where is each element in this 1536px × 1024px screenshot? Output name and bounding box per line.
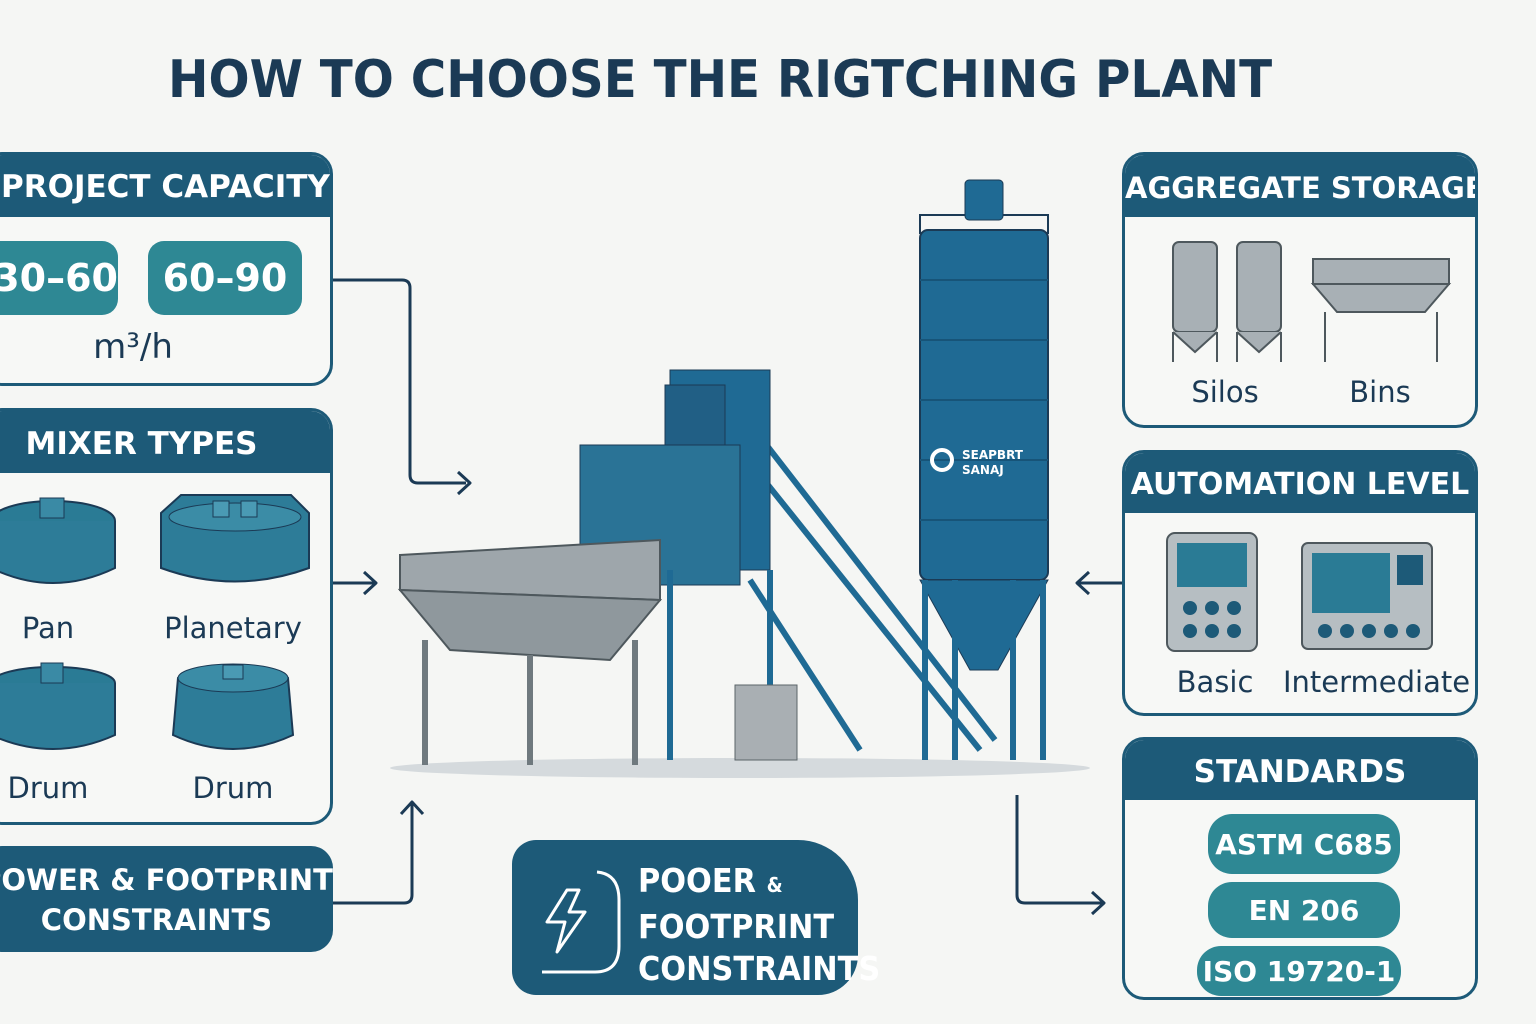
silo-brand-logo: SEAPBRT SANAJ — [930, 446, 1030, 486]
silo-brand-line1: SEAPBRT — [962, 448, 1023, 462]
capacity-option-60-90[interactable]: 60–90 — [148, 241, 302, 315]
mixer-illustrations — [0, 494, 310, 750]
aggregate-storage-panel: AGGREGATE STORAGE Silos Bins — [1122, 152, 1478, 428]
power-callout-line3: CONSTRAINTS — [638, 949, 881, 988]
standards-header: STANDARDS — [1125, 740, 1475, 800]
power-footprint-callout: POOER & FOOTPRINT CONSTRAINTS — [512, 840, 880, 995]
power-footprint-line2: CONSTRAINTS — [40, 903, 273, 937]
mixer-label-drum-2: Drum — [192, 771, 274, 805]
lightning-icon — [542, 870, 621, 974]
aggregate-storage-header: AGGREGATE STORAGE — [1125, 155, 1475, 217]
arrow-capacity — [333, 278, 466, 485]
bins-icon — [1310, 258, 1452, 362]
planetary-mixer-icon — [160, 494, 310, 583]
silo-brand-line2: SANAJ — [962, 463, 1004, 477]
power-callout-line1: POOER — [638, 861, 756, 900]
automation-level-panel: AUTOMATION LEVEL Basic Intermediate — [1122, 450, 1478, 716]
mixing-tower — [579, 369, 863, 760]
storage-label-bins: Bins — [1349, 375, 1411, 409]
drum-mixer-icon-1 — [0, 662, 116, 750]
cement-silo — [919, 179, 1049, 760]
standard-astm-c685: ASTM C685 — [1208, 814, 1400, 874]
intermediate-control-panel-icon — [1301, 542, 1433, 650]
arrow-standards — [1015, 795, 1102, 905]
silos-icon — [1172, 241, 1282, 362]
standard-iso-19720-1: ISO 19720-1 — [1197, 946, 1401, 996]
page-title: HOW TO CHOOSE THE RIGTCHING PLANT — [168, 50, 1273, 110]
standard-en-206: EN 206 — [1208, 882, 1400, 938]
power-footprint-panel: POWER & FOOTPRINT CONSTRAINTS — [0, 846, 333, 952]
aggregate-bin — [397, 538, 663, 765]
mixer-label-planetary: Planetary — [164, 611, 302, 645]
batching-plant-illustration — [390, 179, 1090, 778]
drum-mixer-icon-2 — [171, 663, 295, 750]
mixer-label-pan: Pan — [21, 611, 75, 645]
automation-label-basic: Basic — [1176, 665, 1254, 699]
automation-level-header: AUTOMATION LEVEL — [1125, 453, 1475, 513]
power-callout-amp: & — [766, 873, 783, 897]
mixer-label-drum-1: Drum — [7, 771, 89, 805]
automation-label-intermediate: Intermediate — [1283, 665, 1471, 699]
project-capacity-panel: PROJECT CAPACITY 30–60 60–90 m³/h — [0, 152, 333, 386]
control-panel-illustrations — [1166, 532, 1433, 652]
basic-control-panel-icon — [1166, 532, 1258, 652]
project-capacity-header: PROJECT CAPACITY — [0, 155, 330, 217]
pan-mixer-icon — [0, 497, 116, 584]
power-footprint-line1: POWER & FOOTPRINT — [0, 863, 333, 897]
standards-panel: STANDARDS ASTM C685 EN 206 ISO 19720-1 — [1122, 737, 1478, 1000]
storage-illustrations — [1172, 241, 1452, 362]
capacity-option-30-60[interactable]: 30–60 — [0, 241, 118, 315]
mixer-types-header: MIXER TYPES — [0, 411, 330, 473]
power-callout-line2: FOOTPRINT — [638, 907, 835, 946]
mixer-types-panel: MIXER TYPES Pan Planetary Drum Drum — [0, 408, 333, 825]
storage-label-silos: Silos — [1191, 375, 1259, 409]
arrow-power — [333, 804, 414, 905]
capacity-unit: m³/h — [93, 327, 173, 367]
control-cabin — [734, 684, 798, 761]
